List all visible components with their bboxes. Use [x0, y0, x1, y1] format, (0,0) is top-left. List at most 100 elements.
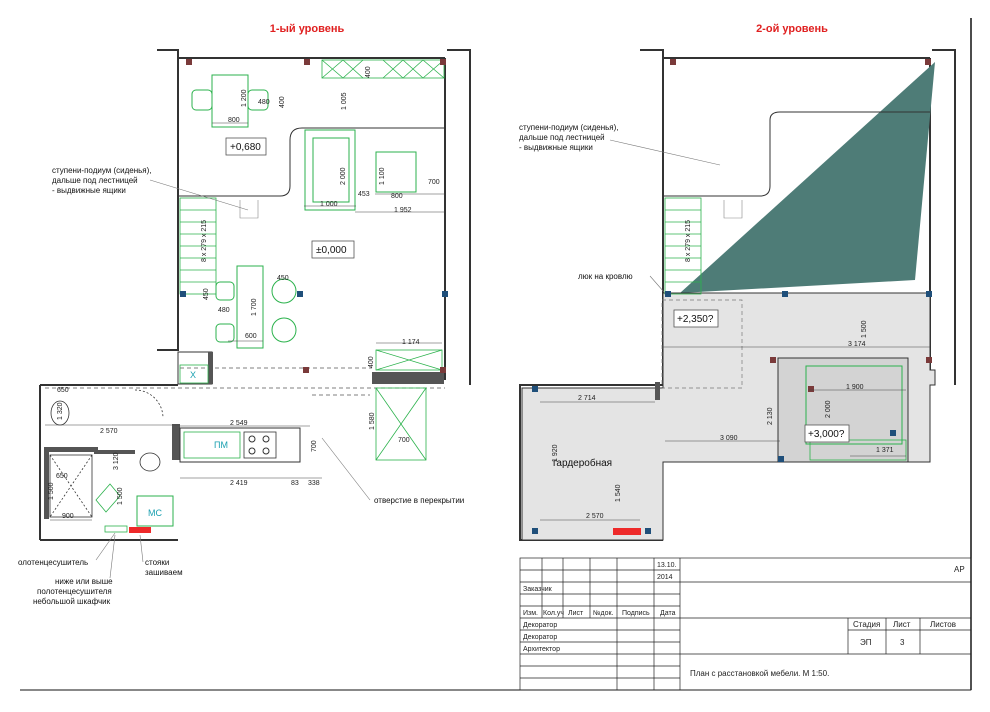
level1-title: 1-ый уровень	[270, 23, 345, 35]
dim-1580: 1 580	[369, 412, 376, 430]
dim-1100: 1 100	[379, 167, 386, 185]
tb-date-2: 2014	[657, 574, 673, 581]
dim-650a: 650	[57, 387, 69, 394]
note-cabinet-3: небольшой шкафчик	[33, 597, 111, 606]
dim-700c: 700	[311, 440, 318, 452]
tb-role-2: Декоратор	[523, 634, 557, 641]
dim-1200: 1 200	[241, 89, 248, 107]
dim-450b: 450	[203, 288, 210, 300]
note-posts-2: зашиваем	[145, 568, 183, 577]
level2-title: 2-ой уровень	[756, 23, 828, 35]
dim-600: 600	[245, 333, 257, 340]
tb-col-5: Подпись	[622, 610, 650, 617]
level1-note-steps-1: ступени-подиум (сиденья),	[52, 166, 152, 175]
bar-table	[215, 265, 297, 349]
l2-dim-2130: 2 130	[767, 407, 774, 425]
level1-elev-upper: +0,680	[230, 142, 261, 153]
l2-dim-2570: 2 570	[586, 513, 604, 520]
note-posts-1: стояки	[145, 558, 169, 567]
tb-sheets-header: Листов	[930, 620, 956, 629]
tb-col-1: Изм.	[523, 610, 538, 617]
level2-elev-a: +2,350?	[677, 314, 714, 325]
tb-customer: Заказчик	[523, 586, 553, 593]
level2-elev-b: +3,000?	[808, 429, 845, 440]
dim-1000: 1 000	[320, 201, 338, 208]
dim-900: 900	[62, 513, 74, 520]
dim-1320: 1 320	[57, 402, 64, 420]
dishwasher-label: ПМ	[214, 440, 228, 450]
level1-plan: 8 x 279 x 215	[18, 49, 471, 606]
tb-col-2: Кол.уч	[543, 610, 564, 617]
dim-650b: 650	[56, 473, 68, 480]
note-cabinet-1: ниже или выше	[55, 577, 113, 586]
dim-1500b: 1 500	[117, 487, 124, 505]
dim-400a: 400	[279, 96, 286, 108]
l2-dim-3174: 3 174	[848, 341, 866, 348]
level2-note-steps-3: - выдвижные ящики	[519, 143, 593, 152]
dim-400c: 400	[368, 356, 375, 368]
dim-800b: 800	[391, 193, 403, 200]
dim-453: 453	[358, 191, 370, 198]
note-towel-dryer: олотенцесушитель	[18, 558, 88, 567]
tb-role-3: Архитектор	[523, 646, 560, 653]
level2-columns	[532, 291, 932, 534]
dim-700b: 700	[398, 437, 410, 444]
dim-450a: 450	[277, 275, 289, 282]
tb-sheet-header: Лист	[893, 620, 911, 629]
dim-400b: 400	[365, 66, 372, 78]
tb-col-4: №док.	[593, 610, 614, 617]
dim-1700: 1 700	[251, 298, 258, 316]
right-wardrobe	[375, 349, 443, 461]
l2-dim-2000: 2 000	[825, 400, 832, 418]
tb-caption: План с расстановкой мебели. М 1:50.	[690, 669, 829, 678]
riser-posts	[129, 527, 151, 533]
dining-table-top	[191, 74, 269, 128]
x-mark: X	[190, 370, 196, 380]
l2-dim-3090: 3 090	[720, 435, 738, 442]
level1-elev-floor: ±0,000	[316, 245, 347, 256]
dim-480b: 480	[218, 307, 230, 314]
l2-dim-1920: 1 920	[552, 444, 559, 462]
level1-stairs-label: 8 x 279 x 215	[201, 220, 208, 262]
tb-col-3: Лист	[568, 610, 584, 617]
note-roof-hatch: люк на кровлю	[578, 272, 633, 281]
roof-slope	[680, 62, 935, 293]
level1-walls	[39, 49, 471, 541]
level2-note-steps-1: ступени-подиум (сиденья),	[519, 123, 619, 132]
dim-3120: 3 120	[113, 452, 120, 470]
level2-riser	[613, 528, 641, 535]
level2-note-steps-2: дальше под лестницей	[519, 133, 605, 142]
dim-480a: 480	[258, 99, 270, 106]
dim-338: 338	[308, 480, 320, 487]
note-cabinet-2: полотенцесушителя	[37, 587, 112, 596]
title-block	[519, 557, 972, 691]
tb-code: АР	[954, 565, 965, 574]
dim-1500: 1 500	[48, 482, 55, 500]
l2-dim-2714: 2 714	[578, 395, 596, 402]
dim-700a: 700	[428, 179, 440, 186]
dim-2570: 2 570	[100, 428, 118, 435]
tb-sheet: 3	[900, 638, 905, 647]
dim-2000: 2 000	[340, 167, 347, 185]
tb-stage-header: Стадия	[853, 620, 880, 629]
wardrobe-label: гардеробная	[553, 457, 612, 469]
level1-note-steps-2: дальше под лестницей	[52, 176, 138, 185]
level2-plan: 8 x 279 x 215 +2,350? +3,000? гардеробна…	[519, 49, 956, 541]
level1-columns	[180, 291, 448, 297]
l2-dim-1900: 1 900	[846, 384, 864, 391]
tb-stage: ЭП	[860, 638, 872, 647]
dim-2419: 2 419	[230, 480, 248, 487]
tb-date-1: 13.10.	[657, 562, 677, 569]
level1-stairs	[179, 197, 217, 295]
l2-dim-1500: 1 500	[861, 320, 868, 338]
sofa	[304, 129, 417, 211]
dim-83: 83	[291, 480, 299, 487]
level2-stairs-label: 8 x 279 x 215	[685, 220, 692, 262]
dim-1952: 1 952	[394, 207, 412, 214]
note-opening: отверстие в перекрытии	[374, 496, 464, 505]
level1-note-steps-3: - выдвижные ящики	[52, 186, 126, 195]
l2-dim-1371: 1 371	[876, 447, 894, 454]
l2-dim-1540: 1 540	[615, 484, 622, 502]
dim-1005: 1 005	[341, 92, 348, 110]
